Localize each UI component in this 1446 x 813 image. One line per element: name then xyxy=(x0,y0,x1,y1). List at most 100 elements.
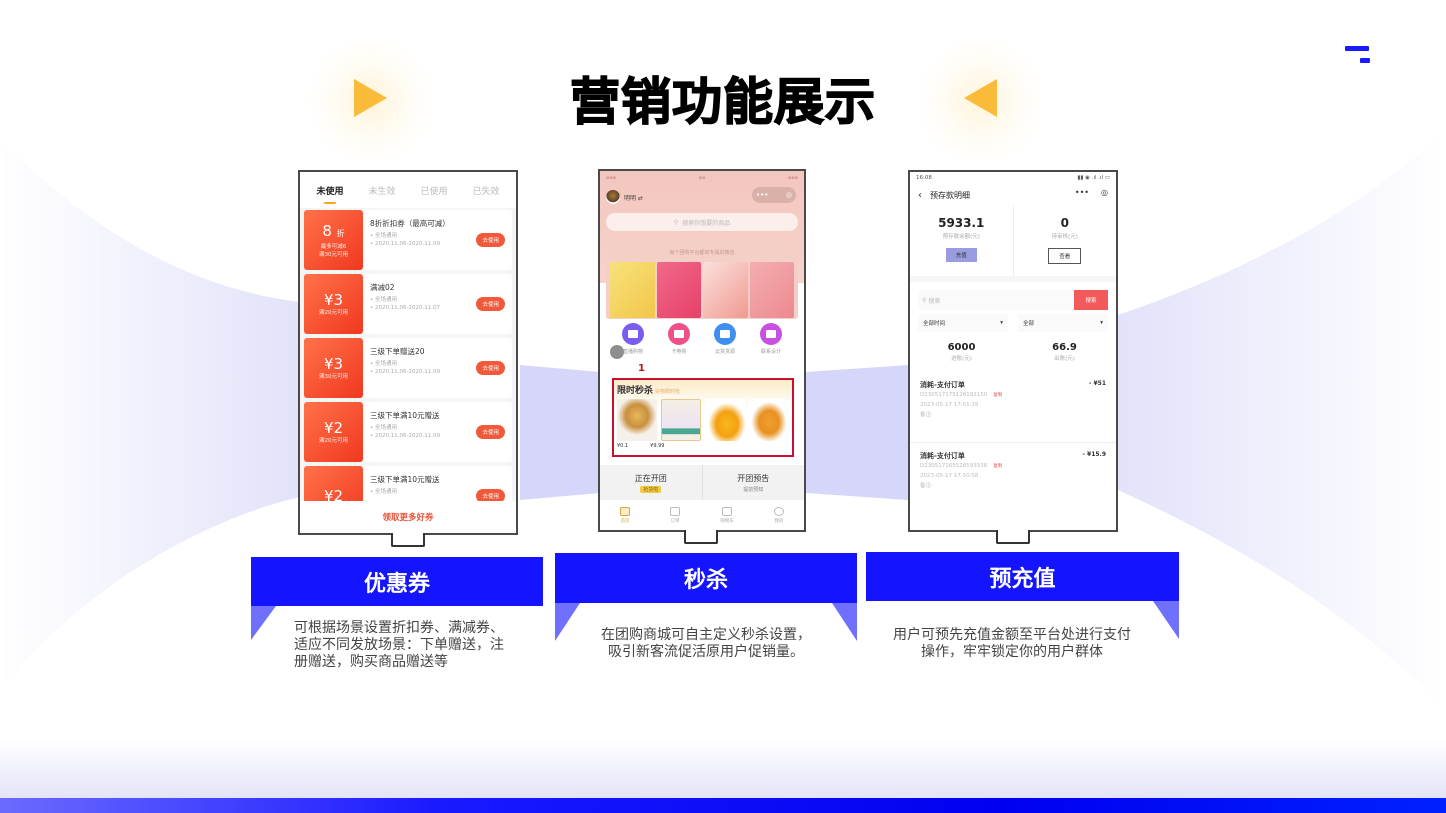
tv-icon xyxy=(714,323,736,345)
recharge-button[interactable]: 充值 xyxy=(945,248,977,262)
tab-mine[interactable]: 我的 xyxy=(773,506,784,524)
coupon-name: 三级下单满10元赠送 xyxy=(370,475,440,484)
entry-card-coupon[interactable]: 卡券购 xyxy=(668,323,690,355)
back-float-icon[interactable] xyxy=(610,345,624,359)
callout-notch xyxy=(684,530,718,544)
bottom-accent-bar xyxy=(0,798,1446,813)
use-coupon-button[interactable]: 去使用 xyxy=(476,425,505,439)
flash-sale-section[interactable]: 限时秒杀好物限时抢 ¥0.1 ¥9.99 xyxy=(612,378,794,457)
more-icon: ••• xyxy=(756,191,769,199)
coupon-value: ¥3 满30元可用 xyxy=(304,338,363,398)
promo-banner[interactable]: 每个团购平台都有专属的精选 xyxy=(606,243,798,319)
copy-link[interactable]: 复制 xyxy=(993,464,1003,469)
entry-contact-design[interactable]: 联系设计 xyxy=(760,323,782,355)
get-more-coupons-link[interactable]: 领取更多好券 xyxy=(300,507,516,523)
search-button[interactable]: 搜索 xyxy=(1074,290,1108,310)
caret-down-icon: ▾ xyxy=(1000,320,1003,326)
triangle-right-icon xyxy=(354,79,387,117)
bottom-tabbar: 首页 订单 购物车 我的 xyxy=(600,500,804,530)
callout-notch xyxy=(391,533,425,547)
group-open-now[interactable]: 正在开团 抢货啦 xyxy=(634,474,667,493)
feature-desc-prepaid: 用户可预先充值金额至平台处进行支付 操作，牢牢锁定你的用户群体 xyxy=(893,627,1131,660)
view-button[interactable]: 查看 xyxy=(1048,248,1082,264)
coupon-card: ¥3 满30元可用 三级下单赠送20 • 全场通用 • 2020.11.06-2… xyxy=(304,338,512,398)
coupon-name: 三级下单满10元赠送 xyxy=(370,411,440,420)
more-icon[interactable]: ••• xyxy=(1074,188,1090,197)
coupon-card: ¥2 满20元可用 三级下单满10元赠送 • 全场通用 • 2020.11.06… xyxy=(304,402,512,462)
close-circle-icon: ◎ xyxy=(785,191,792,199)
feature-label-coupon: 优惠券 xyxy=(251,557,543,606)
home-icon xyxy=(620,506,631,516)
tab-expired[interactable]: 已失效 xyxy=(472,186,500,197)
coupon-list: 8 折 最多可减6 满30元可用 8折折扣券（最高可减） • 全场通用 • 20… xyxy=(300,208,516,501)
use-coupon-button[interactable]: 去使用 xyxy=(476,489,505,501)
product-card[interactable] xyxy=(661,399,701,441)
tab-home[interactable]: 首页 xyxy=(620,506,631,524)
type-filter-dropdown[interactable]: 全部▾ xyxy=(1018,314,1108,332)
coupon-value: 8 折 最多可减6 满30元可用 xyxy=(304,210,363,270)
product-pastry[interactable] xyxy=(749,399,789,441)
annotation-number: 1 xyxy=(638,363,645,374)
tab-cart[interactable]: 购物车 xyxy=(720,506,734,524)
pending-value: 0 xyxy=(1060,216,1069,230)
tab-orders[interactable]: 订单 xyxy=(670,506,681,524)
status-bar: 16:08▮▮ ◉ .ıl .ıl ▭ xyxy=(916,175,1110,181)
entry-live-shopping[interactable]: 直播购物 xyxy=(622,323,644,355)
card-icon xyxy=(668,323,690,345)
entry-cloud-source[interactable]: 云货货源 xyxy=(714,323,736,355)
caret-down-icon: ▾ xyxy=(1100,320,1103,326)
cart-icon xyxy=(722,506,733,516)
brand-logo-icon xyxy=(1345,46,1371,66)
coupon-card: ¥2 三级下单满10元赠送 • 全场通用 去使用 xyxy=(304,466,512,501)
coupon-screenshot: 未使用 未生效 已使用 已失效 8 折 最多可减6 满30元可用 8折折扣券（最… xyxy=(298,170,518,535)
time-filter-dropdown[interactable]: 全部时间▾ xyxy=(918,314,1008,332)
expense-value: 66.9 xyxy=(1052,342,1077,353)
user-icon xyxy=(773,506,784,516)
callout-notch xyxy=(996,530,1030,544)
feature-label-prepaid: 预充值 xyxy=(866,552,1179,601)
back-chevron-icon[interactable]: ‹ xyxy=(918,189,922,201)
page-title: 营销功能展示 xyxy=(569,72,876,132)
tab-not-effective[interactable]: 未生效 xyxy=(368,186,396,197)
group-preview[interactable]: 开团预告 提前预知 xyxy=(701,465,805,501)
video-icon xyxy=(622,323,644,345)
coupon-value: ¥2 xyxy=(304,466,363,501)
prepaid-screenshot: 16:08▮▮ ◉ .ıl .ıl ▭ ‹ 预存款明细 ••• ◎ 5933.1 … xyxy=(908,170,1118,532)
coupon-value: ¥3 满20元可用 xyxy=(304,274,363,334)
flash-sale-screenshot: ▪▪▪▪▪▪▪▪ 明明 ⇄ •••◎ ⚲ 搜索你想要的商品 每个团购平台都有专属… xyxy=(598,169,806,532)
ribbon-fold-right xyxy=(1153,601,1179,639)
tab-used[interactable]: 已使用 xyxy=(420,186,448,197)
use-coupon-button[interactable]: 去使用 xyxy=(476,361,505,375)
use-coupon-button[interactable]: 去使用 xyxy=(476,297,505,311)
use-coupon-button[interactable]: 去使用 xyxy=(476,233,505,247)
ribbon-fold-left xyxy=(555,603,580,641)
order-icon xyxy=(670,506,681,516)
coupon-name: 满减02 xyxy=(370,283,395,292)
coupon-name: 三级下单赠送20 xyxy=(370,347,425,356)
target-icon[interactable]: ◎ xyxy=(1101,188,1108,197)
product-mango[interactable] xyxy=(705,399,745,441)
coupon-value: ¥2 满20元可用 xyxy=(304,402,363,462)
balance-value: 5933.1 xyxy=(938,216,985,230)
search-input[interactable]: ⚲ 搜索你想要的商品 xyxy=(606,213,798,231)
search-icon: ⚲ xyxy=(922,296,929,304)
search-input[interactable]: ⚲ 搜索 xyxy=(918,290,1074,310)
feature-label-flash-sale: 秒杀 xyxy=(555,553,857,603)
avatar[interactable] xyxy=(606,190,620,204)
coupon-card: ¥3 满20元可用 满减02 • 全场通用 • 2020.11.06-2020.… xyxy=(304,274,512,334)
copy-link[interactable]: 复制 xyxy=(993,393,1003,398)
coupon-tabs: 未使用 未生效 已使用 已失效 xyxy=(300,172,516,208)
tab-unused[interactable]: 未使用 xyxy=(316,184,344,204)
nav-bar: ‹ 预存款明细 ••• ◎ xyxy=(910,184,1116,206)
contact-icon xyxy=(760,323,782,345)
product-bear[interactable] xyxy=(617,399,657,441)
transaction-amount: - ¥51 xyxy=(1088,380,1106,387)
miniprogram-capsule[interactable]: ••• ◎ xyxy=(752,187,796,203)
flash-sale-title: 限时秒杀 xyxy=(617,386,654,396)
balance-summary: 5933.1 预存款余额(元) 充值 0 待审核(元) 查看 xyxy=(910,206,1116,282)
nav-title: 预存款明细 xyxy=(930,190,970,200)
